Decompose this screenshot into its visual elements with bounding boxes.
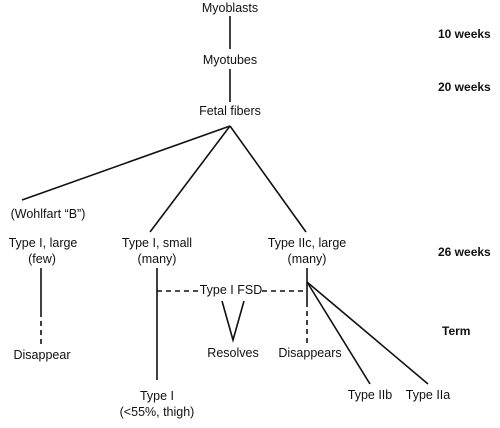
node-type1: Type I	[139, 389, 175, 403]
node-type2b: Type IIb	[347, 388, 393, 402]
timeline-20-weeks: 20 weeks	[438, 80, 491, 94]
node-myoblasts: Myoblasts	[201, 1, 259, 15]
node-type1-fsd: Type I FSD	[199, 283, 263, 297]
timeline-term: Term	[442, 324, 471, 338]
edge-fetal-wohlfart	[21, 125, 231, 201]
node-type2a: Type IIa	[405, 388, 451, 402]
node-wohlfart-b: (Wohlfart “B”)	[10, 207, 86, 221]
node-type1-small-count: (many)	[137, 252, 177, 266]
timeline-26-weeks: 26 weeks	[438, 245, 491, 259]
edge-fetal-type1-small	[149, 125, 231, 233]
node-type1-large-count: (few)	[28, 252, 56, 266]
node-type1-small: Type I, small	[121, 236, 193, 250]
edge-fetal-type2c	[229, 125, 307, 233]
node-type2c-large-count: (many)	[287, 252, 327, 266]
timeline-10-weeks: 10 weeks	[438, 27, 491, 41]
node-type1-detail: (<55%, thigh)	[119, 405, 195, 419]
node-resolves: Resolves	[207, 346, 259, 360]
node-disappear: Disappear	[13, 348, 71, 362]
node-type1-large: Type I, large	[8, 236, 78, 250]
node-myotubes: Myotubes	[202, 53, 258, 67]
edge-type2c-type2b	[306, 281, 371, 385]
edge-type2c-type2a	[306, 281, 429, 385]
edge-fsd-resolves	[221, 300, 245, 343]
node-fetal-fibers: Fetal fibers	[199, 104, 261, 118]
node-type2c-large: Type IIc, large	[267, 236, 347, 250]
node-disappears: Disappears	[278, 346, 342, 360]
